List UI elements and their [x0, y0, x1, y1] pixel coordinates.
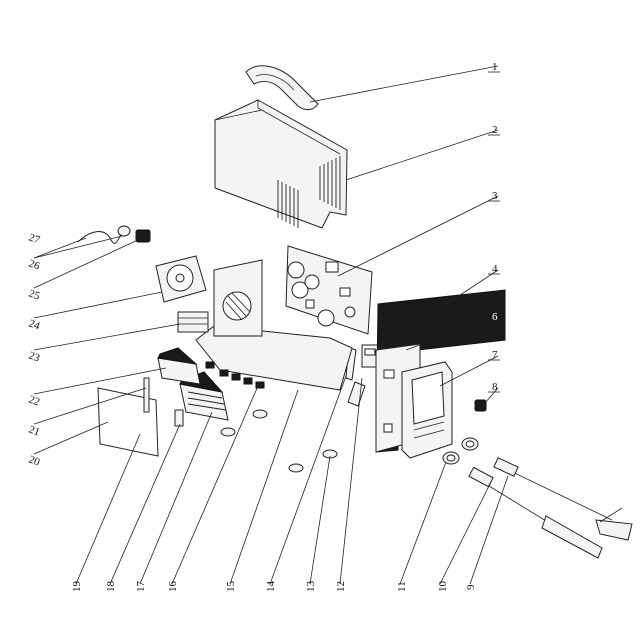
callout-22: 22: [27, 394, 41, 409]
cooling-fan: [155, 255, 207, 303]
callout-15: 15: [225, 581, 237, 593]
callout-12: 12: [335, 581, 347, 592]
callout-8: 8: [492, 381, 498, 393]
callout-25: 25: [27, 288, 42, 303]
callout-11: 11: [396, 581, 408, 592]
thermostat: [174, 409, 184, 427]
input-cable: [77, 225, 131, 244]
electrode-holder-cable: [468, 466, 603, 559]
ground-clamp-cable: [493, 457, 633, 541]
knob: [474, 399, 487, 412]
transformer-block: [177, 311, 209, 333]
top-cover: [214, 99, 348, 229]
callout-19: 19: [71, 581, 83, 593]
callout-13: 13: [305, 581, 317, 593]
bracket: [347, 381, 366, 407]
callout-18: 18: [105, 581, 117, 593]
callout-2: 2: [492, 124, 498, 136]
leader-lines: [33, 65, 509, 585]
rubber-feet: [220, 409, 338, 473]
callout-21: 21: [27, 424, 41, 439]
callout-17: 17: [135, 581, 147, 593]
callout-1: 1: [492, 61, 498, 73]
callout-27: 27: [27, 232, 42, 247]
cable-gland: [135, 229, 151, 243]
callout-10: 10: [437, 581, 449, 593]
callout-6: 6: [492, 311, 498, 323]
main-pcb: [285, 245, 373, 335]
output-sockets: [442, 437, 479, 465]
callout-23: 23: [27, 350, 42, 365]
callout-4: 4: [492, 263, 498, 275]
callout-3: 3: [492, 190, 498, 202]
front-frame: [401, 361, 453, 459]
callout-20: 20: [27, 454, 42, 469]
small-components: [205, 361, 265, 389]
rod: [143, 377, 150, 413]
callout-7: 7: [492, 349, 498, 361]
chassis-base: [195, 259, 353, 391]
callout-24: 24: [27, 318, 42, 333]
callout-26: 26: [27, 258, 42, 273]
callout-16: 16: [167, 581, 179, 593]
callout-9: 9: [465, 584, 477, 590]
callout-14: 14: [265, 581, 277, 593]
heatsink-upper: [157, 347, 201, 385]
handle: [245, 65, 319, 111]
